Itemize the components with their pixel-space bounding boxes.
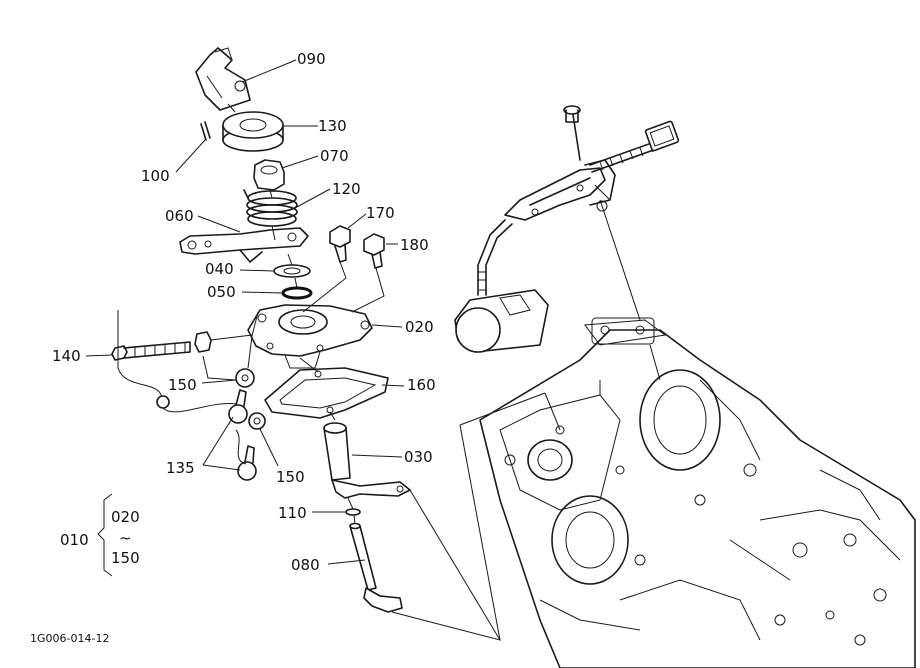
part-030-shaft	[323, 422, 411, 499]
callout-labels: 090 130 100 070 120 060 170 180 040 050 …	[52, 50, 436, 574]
callout-180: 180	[400, 236, 429, 254]
assembly-id: 010	[60, 531, 89, 549]
part-150-washer-b	[248, 412, 266, 430]
part-135-knob-b	[237, 445, 257, 481]
part-110-ring	[345, 508, 361, 516]
callout-170: 170	[366, 204, 395, 222]
part-090-plate	[195, 47, 251, 111]
callout-110: 110	[278, 504, 307, 522]
part-135-knob-a	[228, 389, 248, 424]
part-040-washer	[273, 264, 311, 278]
callout-080: 080	[291, 556, 320, 574]
callout-140: 140	[52, 347, 81, 365]
part-120-spring	[243, 189, 298, 227]
callout-090: 090	[297, 50, 326, 68]
callout-150-b: 150	[276, 468, 305, 486]
assembly-note: 010 020 ~ 150	[60, 493, 140, 577]
part-020-housing	[247, 304, 373, 369]
part-180-bolt	[363, 233, 385, 269]
assembly-range-to: 150	[111, 549, 140, 567]
assembly-range-sep: ~	[119, 529, 132, 547]
callout-070: 070	[320, 147, 349, 165]
part-140-bolt	[111, 341, 191, 361]
callout-020: 020	[405, 318, 434, 336]
part-160-gasket	[264, 367, 389, 419]
part-140-nut	[194, 331, 212, 353]
part-050-oring	[281, 286, 313, 300]
callout-135: 135	[166, 459, 195, 477]
callout-040: 040	[205, 260, 234, 278]
part-100-pin	[200, 121, 211, 141]
part-130-bushing	[222, 111, 284, 152]
part-070-nut	[253, 159, 285, 191]
callout-030: 030	[404, 448, 433, 466]
figure-code: 1G006-014-12	[30, 632, 109, 645]
part-170-bolt	[329, 225, 351, 263]
callout-130: 130	[318, 117, 347, 135]
callout-150-a: 150	[168, 376, 197, 394]
part-080-shaft	[349, 522, 403, 613]
part-150-washer-a	[235, 368, 255, 388]
stop-solenoid-assembly	[454, 105, 680, 353]
callout-100: 100	[141, 167, 170, 185]
leader-lines	[85, 59, 561, 641]
callout-060: 060	[165, 207, 194, 225]
wire-harness	[117, 310, 247, 465]
assembly-range-from: 020	[111, 508, 140, 526]
callout-050: 050	[207, 283, 236, 301]
assembly-brace	[97, 493, 113, 577]
callout-120: 120	[332, 180, 361, 198]
engine-housing	[479, 317, 916, 668]
callout-160: 160	[407, 376, 436, 394]
part-060-lever	[179, 227, 309, 263]
